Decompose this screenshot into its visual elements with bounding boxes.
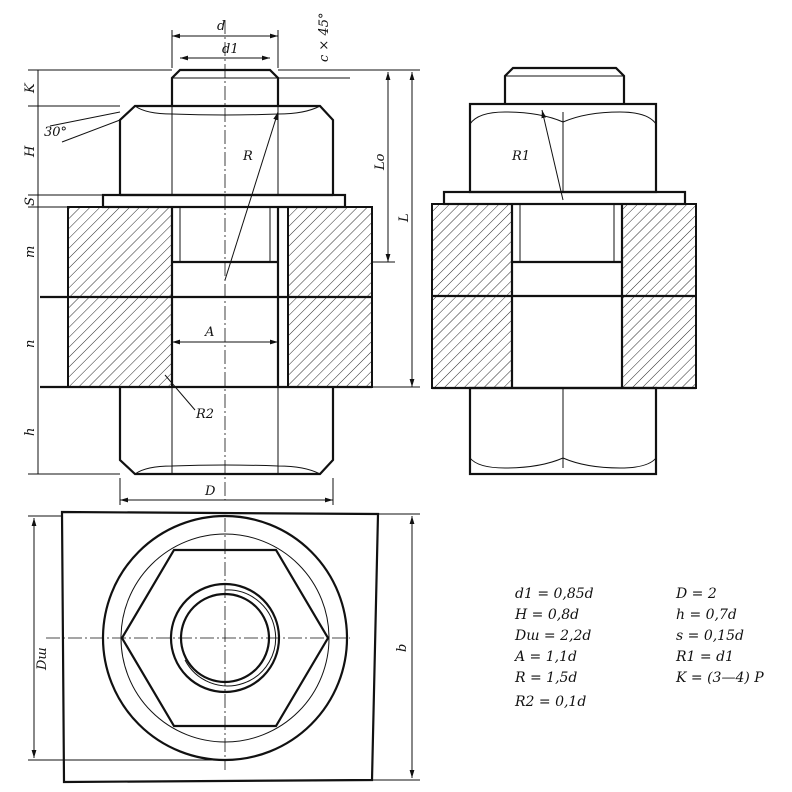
front-view: R R2 A d d1 c × 45° K H S m n h 30° — [23, 13, 420, 505]
label-R1: R1 — [511, 149, 530, 164]
bolt-head-front — [118, 387, 335, 476]
side-upper-plate-right — [621, 203, 697, 297]
lower-plate-left — [67, 296, 173, 388]
label-n: n — [23, 340, 38, 348]
label-Dsh: Dш — [35, 647, 50, 671]
formula-H: H = 0,8d — [514, 607, 579, 623]
lower-plate-right — [287, 296, 373, 388]
formula-d1: d1 = 0,85d — [515, 586, 594, 602]
formula-h: h = 0,7d — [676, 607, 737, 623]
label-d1: d1 — [222, 42, 239, 57]
label-R: R — [242, 149, 253, 164]
bolt-end-side — [503, 66, 626, 104]
side-lower-plate-right — [621, 295, 697, 389]
formula-R1: R1 = d1 — [675, 649, 734, 665]
nut-front — [118, 104, 335, 195]
formula-A: A = 1,1d — [513, 649, 577, 665]
label-angle30: 30° — [44, 125, 67, 140]
label-b: b — [395, 644, 410, 652]
formula-R2: R2 = 0,1d — [514, 694, 586, 710]
washer-side — [442, 190, 687, 206]
formula-Dsh: Dш = 2,2d — [514, 628, 591, 644]
label-Lo: Lo — [373, 153, 388, 171]
label-D: D — [204, 484, 216, 499]
label-S: S — [23, 197, 38, 206]
upper-plate-left — [67, 206, 173, 298]
formula-s: s = 0,15d — [676, 628, 744, 644]
label-L: L — [397, 213, 412, 223]
label-R2: R2 — [195, 407, 214, 422]
formula-K: K = (3—4) P — [675, 670, 764, 686]
label-chamfer: c × 45° — [317, 13, 332, 62]
upper-plate-right — [287, 206, 373, 298]
label-m: m — [23, 246, 38, 258]
washer-front — [101, 193, 347, 209]
formula-block: d1 = 0,85d H = 0,8d Dш = 2,2d A = 1,1d R… — [513, 586, 764, 710]
formula-R: R = 1,5d — [514, 670, 577, 686]
label-K: K — [23, 82, 38, 94]
label-h: h — [23, 428, 38, 436]
top-view: Dш b — [28, 510, 420, 784]
label-H: H — [23, 145, 38, 158]
formula-D: D = 2 — [675, 586, 717, 602]
side-upper-plate-left — [431, 203, 513, 297]
label-A: A — [204, 325, 214, 340]
side-view: R1 — [431, 66, 697, 476]
side-lower-plate-left — [431, 295, 513, 389]
label-d: d — [217, 19, 225, 34]
